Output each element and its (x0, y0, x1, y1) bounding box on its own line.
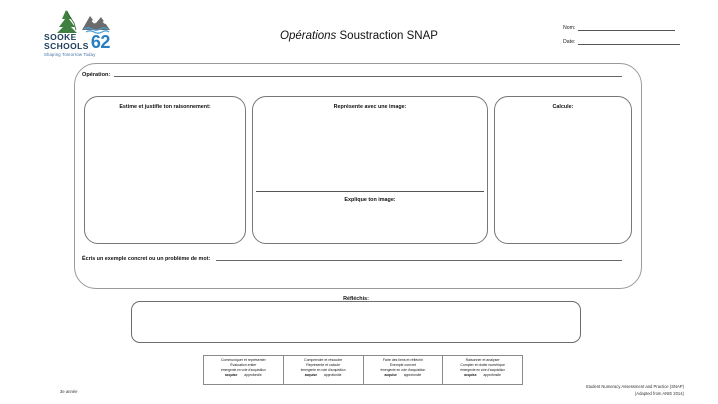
rubric-cell-title: Communiquer et représenter (221, 358, 266, 362)
rubric-level-approfondie[interactable]: approfondie (483, 372, 501, 377)
reflechis-input-box[interactable] (131, 301, 581, 343)
rubric-level-acquise[interactable]: acquise (464, 372, 477, 377)
nom-input[interactable] (578, 29, 676, 31)
logo-district-number: 62 (90, 31, 111, 52)
rubric-level-acquise[interactable]: acquise (384, 372, 397, 377)
panel-estime[interactable]: Estime et justifie ton raisonnement: (84, 96, 246, 244)
rubric-cell-comprendre[interactable]: Comprendre et résoudre Représente et cal… (284, 356, 364, 384)
rubric-levels-bottom: acquise approfondie (225, 373, 262, 378)
footer-attribution: Student Numeracy Assessment and Practice… (586, 384, 684, 397)
rubric-levels-bottom: acquise approfondie (305, 373, 342, 378)
logo-name-line2: SCHOOLS (44, 40, 89, 51)
rubric-cell-raisonner[interactable]: Raisonner et analyser Compter et droite … (443, 356, 522, 384)
panel-representation-title: Représente avec une image: (333, 104, 407, 110)
date-field-row: Date: (563, 39, 681, 45)
explique-label: Explique ton image: (344, 197, 396, 203)
date-label: Date: (563, 39, 576, 45)
rubric-cell-title: Faire des liens et réfléchir (382, 358, 423, 362)
rubric-cell-subtitle: Représente et calcule (306, 363, 341, 368)
assessment-rubric: Communiquer et représenter Évaluation en… (203, 355, 523, 385)
footer-attribution-line1: Student Numeracy Assessment and Practice… (585, 384, 684, 389)
rubric-cell-liens[interactable]: Faire des liens et réfléchir Exemple con… (364, 356, 444, 384)
page-title-italic: Opérations (280, 30, 337, 42)
rubric-levels-bottom: acquise approfondie (385, 373, 422, 378)
logo-wordmark: SOOKE SCHOOLS 62 (44, 31, 122, 52)
logo-artwork-icon (57, 10, 110, 34)
date-input[interactable] (578, 43, 681, 45)
rubric-levels-bottom: acquise approfondie (464, 373, 501, 378)
panel-estime-title: Estime et justifie ton raisonnement: (119, 104, 211, 110)
operation-label: Opération: (82, 72, 111, 78)
rubric-cell-subtitle: Évaluation entier (230, 363, 257, 368)
rubric-cell-communiquer[interactable]: Communiquer et représenter Évaluation en… (204, 356, 284, 384)
panel-calcule-title: Calcule: (552, 104, 574, 110)
rubric-level-acquise[interactable]: acquise (304, 372, 318, 377)
operation-field-row: Opération: (82, 72, 622, 78)
rubric-level-approfondie[interactable]: approfondie (403, 372, 422, 377)
exemple-field-row: Écris un exemple concret ou un problème … (82, 256, 622, 262)
footer-attribution-line2: (Adapted from ANIE 2014) (634, 390, 684, 396)
rubric-levels-top: émergente en voie d'acquisition (300, 368, 346, 373)
explique-divider (256, 191, 484, 192)
exemple-input[interactable] (216, 259, 622, 261)
page-title: Opérations Soustraction SNAP (0, 30, 718, 42)
nom-field-row: Nom: (563, 25, 676, 31)
nom-label: Nom: (563, 25, 576, 31)
sooke-schools-logo: SOOKE SCHOOLS 62 Shaping Tomorrow Today (44, 8, 122, 57)
rubric-levels-top: émergente en voie d'acquisition (221, 368, 266, 373)
logo-name-line1: SOOKE (44, 32, 77, 42)
page-title-rest: Soustraction SNAP (336, 30, 438, 42)
rubric-level-approfondie[interactable]: approfondie (244, 372, 262, 377)
footer-grade-level: 3e année (60, 389, 78, 394)
panel-calcule[interactable]: Calcule: (494, 96, 632, 244)
rubric-cell-title: Comprendre et résoudre (304, 358, 343, 362)
panel-representation[interactable]: Représente avec une image: (252, 96, 488, 244)
rubric-levels-top: émergente en voie d'acquisition (460, 368, 505, 373)
rubric-cell-subtitle: Compter et droite numérique (460, 363, 505, 368)
reflechis-label: Réfléchis: (343, 296, 369, 302)
rubric-level-acquise[interactable]: acquise (225, 372, 238, 377)
operation-input[interactable] (114, 75, 622, 77)
rubric-cell-subtitle: Exemple concret (389, 363, 416, 368)
rubric-level-approfondie[interactable]: approfondie (324, 372, 342, 377)
rubric-levels-top: émergente en voie d'acquisition (380, 368, 426, 373)
rubric-cell-title: Raisonner et analyser (465, 358, 500, 362)
logo-tagline: Shaping Tomorrow Today (44, 52, 96, 57)
exemple-label: Écris un exemple concret ou un problème … (82, 256, 211, 262)
